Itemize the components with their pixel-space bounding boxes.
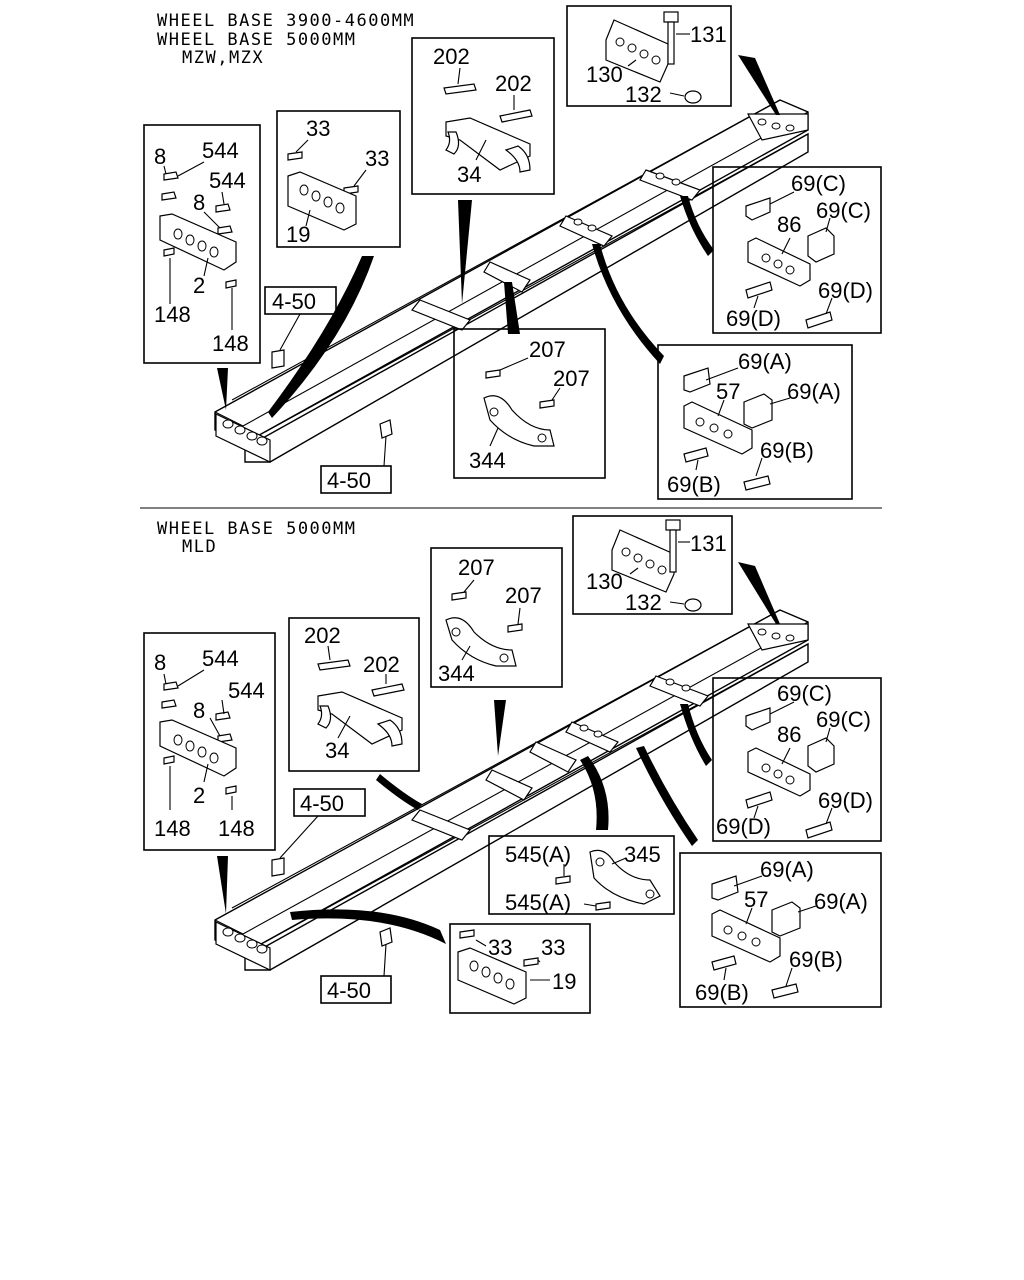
top-header-line-1: WHEEL BASE 3900-4600MM	[157, 11, 415, 31]
b-label-345: 345	[624, 842, 661, 867]
b-label-131: 131	[690, 531, 727, 556]
label-344: 344	[469, 448, 506, 473]
top-callout-crossmember-2: 8 544 544 8 2 148 148	[143, 124, 261, 364]
top-ref-box-lower[interactable]	[320, 465, 392, 494]
b-label-8b: 8	[193, 698, 205, 723]
label-8b: 8	[193, 190, 205, 215]
b-label-148b: 148	[218, 816, 255, 841]
label-33a: 33	[306, 116, 330, 141]
b-label-544b: 544	[228, 678, 265, 703]
b-label-19: 19	[552, 969, 576, 994]
label-69d-b: 69(D)	[726, 306, 781, 331]
b-label-57: 57	[744, 887, 768, 912]
label-202b: 202	[495, 71, 532, 96]
top-ref-label-upper[interactable]: 4-50	[272, 289, 316, 314]
b-label-69c-b: 69(C)	[816, 707, 871, 732]
top-bracket-small	[271, 349, 285, 369]
label-34: 34	[457, 162, 481, 187]
b-label-8a: 8	[154, 650, 166, 675]
label-132: 132	[625, 82, 662, 107]
b-label-69d-b: 69(D)	[716, 814, 771, 839]
bottom-header-line-1: WHEEL BASE 5000MM	[157, 519, 357, 539]
top-chassis-frame	[214, 99, 809, 463]
b-label-69c-a: 69(C)	[777, 681, 832, 706]
top-header-line-3: MZW,MZX	[182, 48, 264, 68]
b-label-544a: 544	[202, 646, 239, 671]
label-202a: 202	[433, 44, 470, 69]
label-2: 2	[193, 273, 205, 298]
label-69b-a: 69(B)	[760, 438, 814, 463]
b-label-207a: 207	[458, 555, 495, 580]
top-callout-crossmember-19: 33 33 19	[276, 110, 401, 248]
top-callout-crossmember-86: 69(C) 69(C) 86 69(D) 69(D)	[712, 166, 882, 334]
b-label-202a: 202	[304, 623, 341, 648]
bottom-callout-gusset-344: 207 207 344	[430, 547, 563, 688]
top-callout-rear-crossmember: 131 130 132	[566, 5, 732, 107]
bottom-callout-gusset-345: 545(A) 345 545(A)	[488, 835, 675, 915]
label-57: 57	[716, 379, 740, 404]
label-69a-a: 69(A)	[738, 349, 792, 374]
b-label-33a: 33	[488, 935, 512, 960]
label-131: 131	[690, 22, 727, 47]
label-69c-b: 69(C)	[816, 198, 871, 223]
b-label-545a-b: 545(A)	[505, 890, 571, 915]
b-label-207b: 207	[505, 583, 542, 608]
label-86: 86	[777, 212, 801, 237]
bottom-bracket-small	[271, 857, 285, 877]
b-label-545a-a: 545(A)	[505, 842, 571, 867]
label-544a: 544	[202, 138, 239, 163]
label-69d-a: 69(D)	[818, 278, 873, 303]
bottom-callout-crossmember-57: 69(A) 57 69(A) 69(B) 69(B)	[679, 852, 882, 1008]
top-ref-label-lower[interactable]: 4-50	[327, 468, 371, 493]
label-19: 19	[286, 222, 310, 247]
bottom-section: WHEEL BASE 5000MM MLD	[143, 515, 882, 1014]
bottom-callout-gusset-34: 202 202 34	[288, 617, 420, 772]
b-label-69b-a: 69(B)	[789, 947, 843, 972]
bottom-ref-label-upper[interactable]: 4-50	[300, 791, 344, 816]
label-148b: 148	[212, 331, 249, 356]
b-label-86: 86	[777, 722, 801, 747]
bottom-callout-crossmember-86: 69(C) 69(C) 86 69(D) 69(D)	[712, 677, 882, 842]
label-69b-b: 69(B)	[667, 472, 721, 497]
bottom-callout-crossmember-19: 33 33 19	[449, 923, 591, 1014]
b-label-148a: 148	[154, 816, 191, 841]
top-callout-gusset-344: 207 207 344	[453, 328, 606, 479]
bottom-header-line-2: MLD	[182, 537, 217, 557]
top-section: WHEEL BASE 3900-4600MM WHEEL BASE 5000MM…	[143, 5, 882, 500]
bottom-chassis-frame	[214, 609, 809, 971]
b-label-130: 130	[586, 569, 623, 594]
label-69a-b: 69(A)	[787, 379, 841, 404]
label-33b: 33	[365, 146, 389, 171]
label-207b: 207	[553, 366, 590, 391]
b-label-2: 2	[193, 783, 205, 808]
bottom-callout-crossmember-2: 8 544 544 8 2 148 148	[143, 632, 276, 851]
top-callout-gusset-34: 202 202 34	[411, 37, 555, 195]
label-8a: 8	[154, 144, 166, 169]
b-label-69a-a: 69(A)	[760, 857, 814, 882]
bottom-ref-box-lower[interactable]	[320, 975, 392, 1004]
top-header-line-2: WHEEL BASE 5000MM	[157, 30, 357, 50]
label-207a: 207	[529, 337, 566, 362]
b-label-69b-b: 69(B)	[695, 980, 749, 1005]
b-label-69a-b: 69(A)	[814, 889, 868, 914]
label-69c-a: 69(C)	[791, 171, 846, 196]
bottom-ref-label-lower[interactable]: 4-50	[327, 978, 371, 1003]
label-130: 130	[586, 62, 623, 87]
b-label-202b: 202	[363, 652, 400, 677]
bottom-ref-box-upper[interactable]	[293, 788, 366, 817]
b-label-69d-a: 69(D)	[818, 788, 873, 813]
top-ref-box-upper[interactable]	[264, 286, 337, 315]
b-label-344: 344	[438, 661, 475, 686]
b-label-34: 34	[325, 738, 349, 763]
b-label-132: 132	[625, 590, 662, 615]
label-544b: 544	[209, 168, 246, 193]
label-148a: 148	[154, 302, 191, 327]
bottom-callout-rear-crossmember: 131 130 132	[572, 515, 733, 615]
top-callout-crossmember-57: 69(A) 57 69(A) 69(B) 69(B)	[657, 344, 853, 500]
b-label-33b: 33	[541, 935, 565, 960]
